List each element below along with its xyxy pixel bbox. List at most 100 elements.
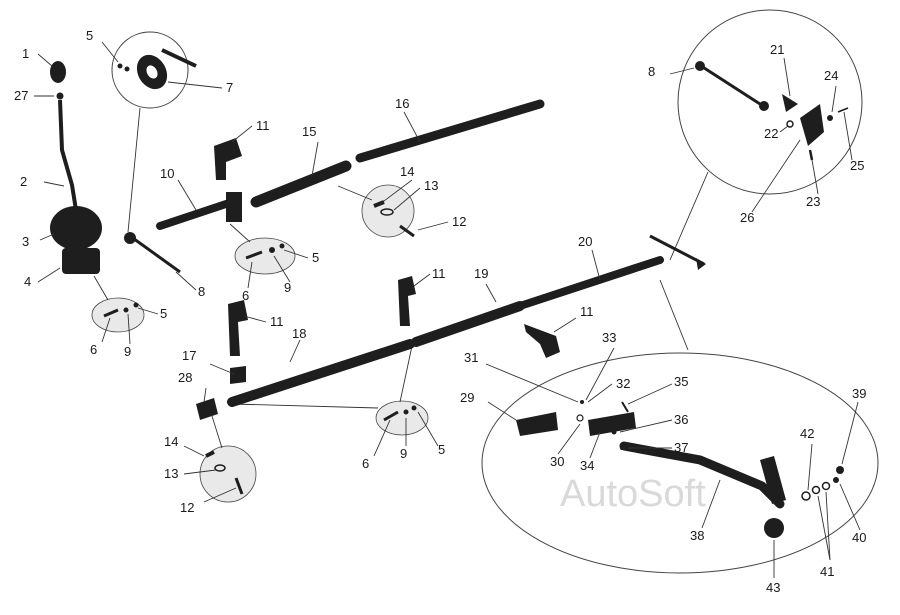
- callout-9-d: 9: [400, 446, 407, 461]
- callout-15: 15: [302, 124, 316, 139]
- callout-23: 23: [806, 194, 820, 209]
- part-pin-14-lower: [205, 450, 215, 458]
- leader-line: [37, 53, 53, 67]
- leader-line: [783, 57, 791, 97]
- callout-11-c: 11: [432, 266, 446, 281]
- callout-10: 10: [160, 166, 174, 181]
- part-washer-22: [786, 120, 794, 128]
- watermark: AutoSoft: [560, 473, 706, 515]
- part-ball-24: [827, 115, 833, 121]
- callout-11-b: 11: [270, 314, 284, 329]
- leader-line: [203, 487, 237, 503]
- leader-line: [273, 255, 291, 283]
- part-bracket-10: [226, 192, 242, 222]
- leader-line: [811, 159, 819, 195]
- leader-line: [627, 383, 673, 405]
- callout-19: 19: [474, 266, 488, 281]
- connector-line: [127, 107, 141, 233]
- callout-33: 33: [602, 330, 616, 345]
- leader-line: [175, 271, 197, 291]
- part-rod-16: [355, 99, 545, 163]
- leader-line: [669, 67, 695, 75]
- leader-line: [485, 363, 579, 403]
- leader-line: [379, 179, 413, 205]
- part-pin-5: [279, 243, 285, 249]
- part-lever-11-right: [524, 324, 560, 358]
- callout-34: 34: [580, 458, 594, 473]
- callout-32: 32: [616, 376, 630, 391]
- callout-39: 39: [852, 386, 866, 401]
- callout-35: 35: [674, 374, 688, 389]
- callout-29: 29: [460, 390, 474, 405]
- callout-17: 17: [182, 348, 196, 363]
- leader-line: [137, 307, 159, 315]
- part-lever-11-lower: [228, 300, 248, 356]
- detail-circle-top-left: [111, 31, 189, 109]
- leader-line: [417, 221, 449, 231]
- leader-line: [553, 317, 577, 333]
- detail-circle-12-14-lower: [199, 445, 257, 503]
- leader-line: [403, 111, 421, 143]
- part-joint-28: [196, 398, 218, 420]
- leader-line: [177, 179, 197, 211]
- callout-37: 37: [674, 440, 688, 455]
- connector-line: [337, 185, 373, 201]
- part-washer-41a: [811, 485, 821, 495]
- callout-14-b: 14: [164, 434, 178, 449]
- part-tube-15: [250, 160, 352, 208]
- leader-line: [485, 283, 497, 303]
- callout-5-top: 5: [86, 28, 93, 43]
- callout-8-left: 8: [198, 284, 205, 299]
- callout-6-b: 6: [242, 288, 249, 303]
- connector-line: [659, 279, 689, 351]
- callout-7: 7: [226, 80, 233, 95]
- connector-line: [211, 415, 223, 449]
- callout-5-c: 5: [160, 306, 167, 321]
- leader-line: [183, 445, 205, 457]
- part-boot-3: [50, 206, 102, 250]
- callout-2: 2: [20, 174, 27, 189]
- leader-line: [751, 139, 801, 213]
- leader-line: [231, 125, 253, 143]
- part-lever-11-upper: [214, 138, 242, 180]
- detail-ellipse-5-6-9: [234, 237, 296, 275]
- leader-line: [247, 261, 253, 289]
- part-bolt-12-lower: [234, 477, 244, 495]
- part-clevis: [161, 48, 197, 68]
- leader-line: [243, 315, 267, 323]
- detail-ellipse-5-6-9-lower: [375, 400, 429, 436]
- leader-line: [183, 469, 217, 475]
- callout-22: 22: [764, 126, 778, 141]
- part-nut-40: [833, 477, 839, 483]
- leader-line: [393, 187, 421, 211]
- part-pin-5: [117, 63, 123, 69]
- part-pin-5-lower: [411, 405, 417, 411]
- detail-ellipse-bottom-right: [481, 352, 879, 574]
- leader-line: [101, 317, 111, 343]
- callout-4: 4: [24, 274, 31, 289]
- part-nut-9: [269, 247, 275, 253]
- detail-circle-12-14: [361, 184, 415, 238]
- part-washer-41b: [821, 481, 831, 491]
- callout-8-right: 8: [648, 64, 655, 79]
- callout-11-d: 11: [580, 304, 594, 319]
- leader-line: [619, 419, 673, 433]
- part-shaft-10: [156, 196, 242, 230]
- part-ball-32: [580, 400, 584, 404]
- leader-line: [831, 85, 837, 113]
- part-fork-38: [760, 456, 786, 504]
- leader-line: [167, 81, 223, 89]
- part-knob-1: [50, 61, 66, 83]
- callout-6-d: 6: [362, 456, 369, 471]
- callout-41: 41: [820, 564, 834, 579]
- leader-line: [839, 483, 861, 531]
- leader-line: [841, 401, 859, 465]
- callout-31: 31: [464, 350, 478, 365]
- part-nut-36: [611, 429, 617, 435]
- callout-28: 28: [178, 370, 192, 385]
- callout-9-c: 9: [124, 344, 131, 359]
- part-nut-9-left: [123, 307, 129, 313]
- connector-line: [229, 223, 251, 243]
- connector-line: [93, 275, 109, 301]
